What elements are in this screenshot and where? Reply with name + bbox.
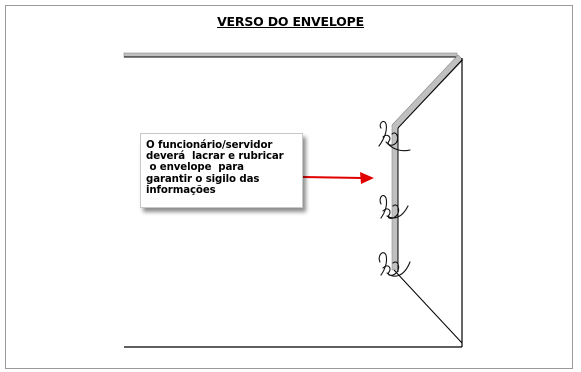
envelope-side-flap	[391, 54, 464, 272]
instruction-callout: O funcionário/servidor deverá lacrar e r…	[140, 133, 303, 208]
signature-icon	[379, 195, 409, 219]
envelope-bottom-fold	[393, 269, 463, 344]
callout-line: informações	[146, 184, 216, 196]
signature-icon	[378, 252, 411, 277]
arrow-icon	[302, 172, 374, 184]
callout-line: deverá lacrar e rubricar	[146, 151, 284, 163]
page-title: VERSO DO ENVELOPE	[217, 14, 364, 29]
callout-line: garantir o sigilo das	[146, 173, 260, 185]
callout-line: O funcionário/servidor	[146, 140, 273, 151]
envelope-top-flap	[123, 52, 458, 58]
callout-line: o envelope para	[146, 162, 244, 174]
signature-icon	[378, 120, 411, 152]
